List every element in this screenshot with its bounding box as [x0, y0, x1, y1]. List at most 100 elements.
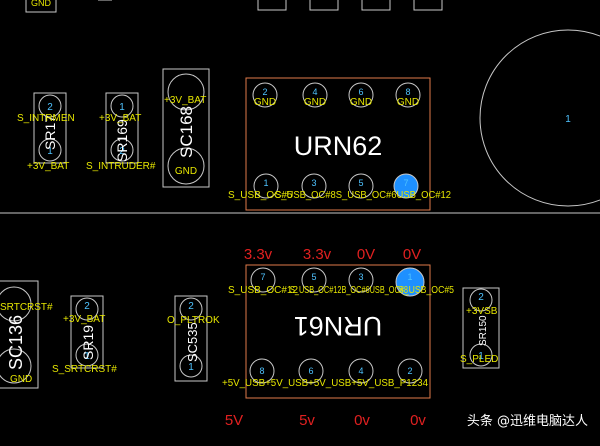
urn62-pin-4-num: 4 [312, 87, 317, 97]
urn61-ref: URN61 [294, 311, 383, 341]
urn62-pin-7-num: 7 [403, 178, 408, 188]
sc168-label-top: +3V_BAT [164, 95, 206, 106]
top-pad-d [413, 0, 443, 11]
urn62-pin-1-num: 1 [263, 178, 268, 188]
sr169-ref: SR169 [114, 119, 130, 162]
sr19x-ref: SR19 [80, 325, 96, 360]
urn61-voltage-8: 0v [410, 412, 426, 429]
big-pad-pin: 1 [565, 114, 571, 125]
part-sc535[interactable]: 2 1 SC535 O_PLTROK [167, 295, 220, 382]
sc168-ref: SC168 [177, 106, 196, 158]
urn62-bottom-overlap-label: S_USB_OC#8S_USB_OC#6USB_OC#12 [275, 190, 451, 201]
sc535-pin-b: 1 [188, 362, 194, 373]
sc535-label: O_PLTROK [167, 315, 220, 326]
sr169-pin-a: 1 [119, 102, 125, 113]
urn62-pin-6-label: GND [350, 97, 372, 108]
urn61-pin-8[interactable] [249, 358, 275, 384]
part-urn61[interactable]: URN61 7 5 3 1 S_USB_OC#12 S_USB_OC#12B_O… [222, 264, 454, 399]
urn61-pin-2-num: 2 [407, 366, 412, 376]
urn61-pin-7-label: S_USB_OC#12 [228, 285, 298, 296]
sc136-ref: SC136 [6, 315, 26, 370]
sr19x-pin-a: 2 [84, 301, 90, 312]
urn61-pin-5[interactable] [301, 267, 327, 293]
part-sc168[interactable]: SC168 +3V_BAT GND [162, 68, 210, 188]
sr17x-label-bottom: +3V_BAT [27, 161, 69, 172]
top-pad-a [257, 0, 287, 11]
urn61-pin-1-label: S_USB_OC#5 [398, 285, 454, 296]
urn62-pin-1-label: S_USB_OC#5 [228, 190, 293, 201]
urn62-ref: URN62 [294, 131, 383, 161]
part-sr169[interactable]: 1 2 SR169 +3V_BAT S_INTRUDER# [86, 92, 156, 172]
sr150-pin-b: 1 [478, 351, 484, 362]
urn61-voltage-7: 0v [354, 412, 370, 429]
urn62-pin-8-label: GND [397, 97, 419, 108]
sr150-pin-a: 2 [478, 292, 484, 303]
urn61-pin-3-num: 3 [358, 272, 363, 282]
sr17x-pin-b: 1 [47, 146, 53, 157]
sr169-pin-b: 2 [119, 146, 125, 157]
urn61-pin-1[interactable] [395, 267, 425, 297]
sr169-label-bottom: S_INTRUDER# [86, 161, 156, 172]
part-sr19x[interactable]: 2 1 SR19 +3V_BAT S_SRTCRST# [52, 295, 117, 375]
sr19x-pin-b: 1 [84, 351, 90, 362]
urn61-pin-1-num: 1 [407, 272, 412, 282]
urn61-pin-4[interactable] [348, 358, 374, 384]
urn61-pin-4-num: 4 [358, 366, 363, 376]
urn62-pin-1[interactable] [253, 173, 279, 199]
sr17x-pin-a: 2 [47, 102, 53, 113]
urn61-pin-7-num: 7 [260, 272, 265, 282]
sr150-label-bottom: S_PLED [460, 354, 498, 365]
sc136-label-top: SRTCRST# [0, 302, 53, 313]
urn61-pin-2[interactable] [397, 358, 423, 384]
urn62-pin-8[interactable] [395, 82, 421, 108]
urn62-pin-6-num: 6 [358, 87, 363, 97]
watermark: 头条 @迅维电脑达人 [466, 414, 588, 429]
sc535-ref: SC535 [185, 322, 200, 362]
sr169-label-top: +3V_BAT [99, 113, 141, 124]
urn62-pin-3-num: 3 [311, 178, 316, 188]
urn62-pin-2[interactable] [252, 82, 278, 108]
urn62-pin-7[interactable] [393, 173, 419, 199]
part-sr150[interactable]: 2 1 SR150 +3VSB S_PLED [460, 287, 500, 369]
urn61-voltage-5: 5V [225, 412, 243, 429]
urn62-pin-2-num: 2 [262, 87, 267, 97]
urn61-pin-5-num: 5 [311, 272, 316, 282]
part-sr17x[interactable]: 2 1 SR17 S_INTRMEN +3V_BAT [17, 92, 75, 172]
part-sc136[interactable]: SC136 SRTCRST# GND [0, 280, 53, 389]
top-pad-c [361, 0, 391, 11]
sr19x-label-top: +3V_BAT [63, 314, 105, 325]
top-gnd-label: GND [31, 0, 52, 8]
sr150-ref: SR150 [478, 315, 489, 346]
urn61-voltage-4: 0V [403, 246, 421, 263]
urn62-pin-4-label: GND [304, 97, 326, 108]
urn62-pin-5-num: 5 [358, 178, 363, 188]
urn61-voltage-6: 5v [299, 412, 315, 429]
urn62-pin-8-num: 8 [405, 87, 410, 97]
part-urn62[interactable]: URN62 2 4 6 8 GND GND GND GND 1 3 5 7 S_… [228, 77, 451, 211]
sr17x-label-top: S_INTRMEN [17, 113, 75, 124]
top-gnd-pad[interactable]: GND [25, 0, 57, 13]
urn62-pin-4[interactable] [302, 82, 328, 108]
urn62-pin-5[interactable] [348, 173, 374, 199]
sr19x-label-bottom: S_SRTCRST# [52, 364, 117, 375]
urn62-pin-6[interactable] [348, 82, 374, 108]
urn61-voltage-1: 3.3v [244, 246, 273, 263]
sc136-label-bottom: GND [10, 374, 32, 385]
urn61-pin-3[interactable] [348, 267, 374, 293]
urn61-pin-7[interactable] [250, 267, 276, 293]
urn62-pin-3[interactable] [301, 173, 327, 199]
sr17x-ref: SR17 [42, 115, 58, 150]
urn61-bottom-overlap-label: +5V_USB+5V_USB+5V_USB+5V_USB_P1234 [222, 378, 428, 389]
top-pad-b [309, 0, 339, 11]
big-round-pad[interactable]: 1 [479, 29, 600, 207]
urn61-voltage-2: 3.3v [303, 246, 332, 263]
urn61-pin-6-num: 6 [308, 366, 313, 376]
urn61-voltage-3: 0V [357, 246, 375, 263]
urn61-top-overlap-label: S_USB_OC#12B_OC#6USB_OC#8 [290, 285, 408, 296]
urn61-pin-6[interactable] [298, 358, 324, 384]
urn62-pin-2-label: GND [254, 97, 276, 108]
sc168-label-bottom: GND [175, 166, 197, 177]
urn61-pin-8-num: 8 [259, 366, 264, 376]
